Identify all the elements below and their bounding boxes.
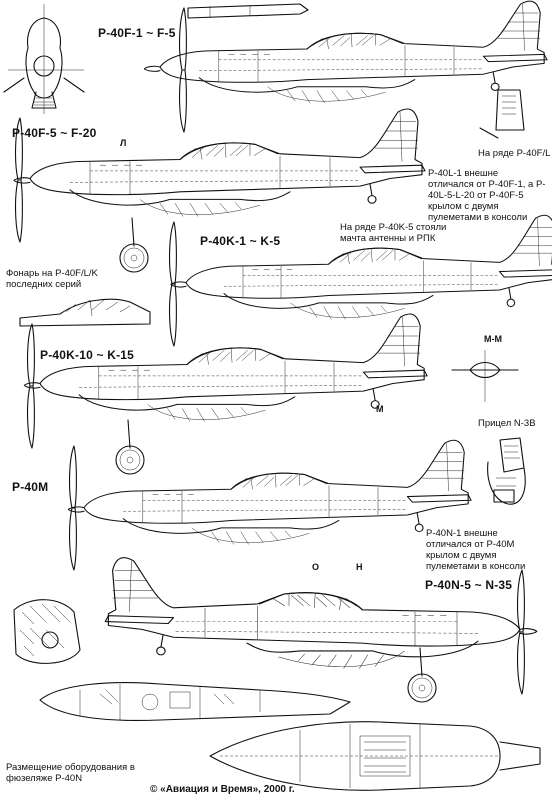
aircraft-m-drawing: [67, 439, 472, 545]
gunsight-drawing: [487, 437, 526, 505]
variant-title-f5: P-40F-5 ~ F-20: [12, 126, 97, 140]
variant-title-f1: P-40F-1 ~ F-5: [98, 26, 176, 40]
copyright-text: © «Авиация и Время», 2000 г.: [150, 784, 295, 795]
note-n1: P-40N-1 внешне отличался от P-40M крылом…: [426, 528, 526, 572]
note-canopy: Фонарь на P-40F/L/K последних серий: [6, 268, 98, 290]
aircraft-k10-drawing: [23, 313, 428, 423]
marker-l: Л: [120, 138, 127, 148]
note-k5: На ряде P-40K-5 стояли мачта антенны и Р…: [340, 222, 447, 244]
section-mm-drawing: [451, 350, 519, 402]
variant-title-k1: P-40K-1 ~ K-5: [200, 234, 281, 248]
note-sight: Прицел N-3B: [478, 418, 536, 429]
variant-title-k10: P-40K-10 ~ K-15: [40, 348, 135, 362]
equipment-side-drawing: [39, 682, 351, 722]
engine-detail-drawing: [13, 599, 81, 664]
canopy-detail-drawing: [19, 298, 151, 327]
equipment-plan-drawing: [209, 721, 541, 791]
detail-p40fl-drawing: [479, 89, 525, 139]
variant-title-m: P-40M: [12, 480, 49, 494]
marker-o: О: [312, 562, 320, 572]
marker-mm: М-М: [484, 334, 502, 344]
note-p40l: P-40L-1 внешне отличался от P-40F-1, а P…: [428, 168, 546, 223]
marker-n: Н: [356, 562, 363, 572]
aircraft-n5-drawing: [104, 557, 538, 670]
note-equipment: Размещение оборудования в фюзеляже P-40N: [6, 762, 135, 784]
top-view-strip: [187, 3, 309, 19]
variant-title-n5: P-40N-5 ~ N-35: [425, 578, 513, 592]
note-p40fl: На ряде P-40F/L: [478, 148, 551, 159]
front-view-drawing: [3, 4, 85, 114]
aircraft-f1-drawing: [143, 0, 548, 104]
marker-m: М: [376, 404, 384, 414]
